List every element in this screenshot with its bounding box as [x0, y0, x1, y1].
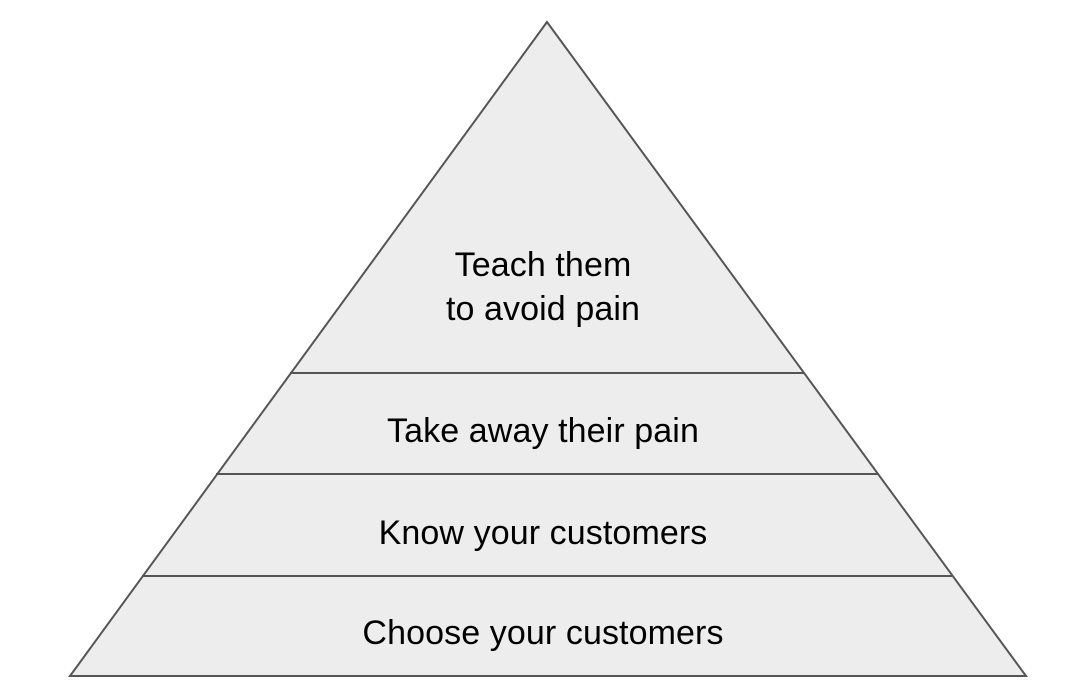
- pyramid-outline: [68, 20, 1028, 677]
